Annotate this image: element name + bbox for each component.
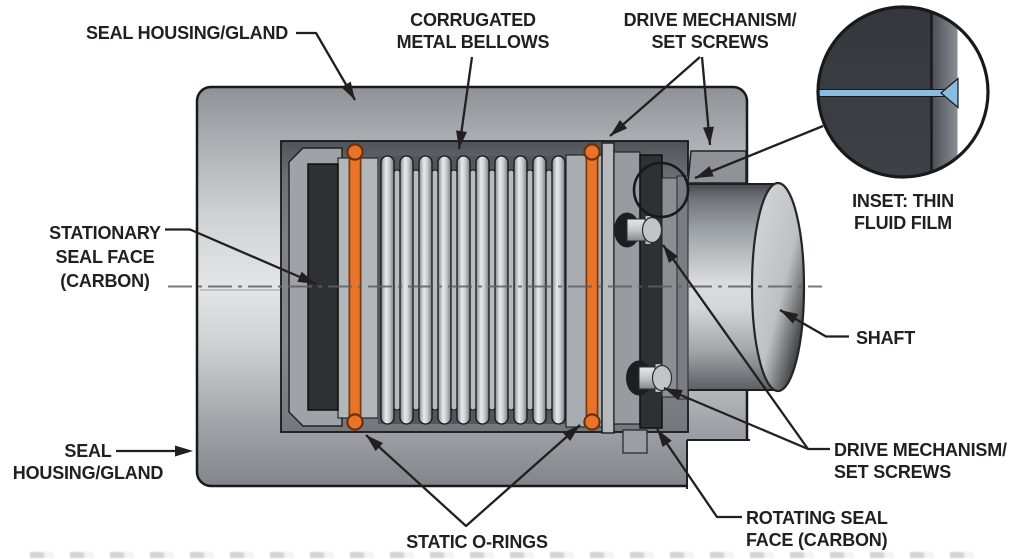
label-line: INSET: THIN	[852, 191, 954, 211]
label-line: METAL BELLOWS	[396, 32, 550, 52]
label-line: SEAL	[64, 441, 112, 461]
label-drive-mechanism-bottom: DRIVE MECHANISM/ SET SCREWS	[834, 440, 1007, 483]
label-line: FLUID FILM	[854, 212, 952, 233]
label-seal-housing-gland-bottom: SEAL HOUSING/GLAND	[8, 441, 168, 484]
label-line: (CARBON)	[60, 271, 150, 291]
cropped-caption-artifact	[30, 552, 990, 558]
label-seal-housing-gland-top: SEAL HOUSING/GLAND	[86, 22, 288, 44]
label-line: ROTATING SEAL	[746, 508, 888, 528]
set-screw-lower	[626, 360, 673, 396]
label-shaft: SHAFT	[856, 327, 915, 349]
label-line: SET SCREWS	[834, 461, 952, 482]
arrowheads	[175, 81, 799, 457]
label-stationary-seal-face: STATIONARY SEAL FACE (CARBON)	[25, 221, 185, 293]
label-line: STATIONARY	[49, 223, 161, 243]
label-static-orings: STATIC O-RINGS	[396, 531, 558, 553]
collar-tab	[622, 429, 648, 454]
label-line: DRIVE MECHANISM/	[834, 440, 1007, 460]
detail-source-circle	[632, 161, 690, 219]
label-line: DRIVE MECHANISM/	[623, 10, 797, 30]
label-corrugated-metal-bellows: CORRUGATED METAL BELLOWS	[390, 9, 556, 53]
label-line: FACE (CARBON)	[746, 529, 888, 550]
label-rotating-seal-face: ROTATING SEAL FACE (CARBON)	[746, 508, 888, 551]
label-inset-caption: INSET: THIN FLUID FILM	[818, 191, 988, 234]
fluid-film-line	[818, 89, 945, 97]
label-text: STATIC O-RINGS	[406, 532, 548, 552]
corrugated-metal-bellows	[378, 155, 568, 425]
inset-border-circle	[816, 5, 990, 179]
label-drive-mechanism-top: DRIVE MECHANISM/ SET SCREWS	[622, 9, 798, 53]
label-line: HOUSING/GLAND	[12, 462, 164, 483]
label-line: CORRUGATED	[410, 10, 536, 30]
label-line: SET SCREWS	[651, 32, 769, 52]
fluid-film-wedge	[940, 77, 959, 109]
label-text: SEAL HOUSING/GLAND	[86, 23, 289, 43]
housing-notch	[686, 439, 751, 490]
static-oring-left	[346, 143, 364, 431]
collar-lip	[601, 142, 615, 434]
label-line: SEAL FACE	[55, 247, 155, 267]
inset-thin-fluid-film	[816, 5, 990, 179]
label-text: SHAFT	[856, 328, 915, 348]
set-screw-upper	[614, 212, 663, 248]
